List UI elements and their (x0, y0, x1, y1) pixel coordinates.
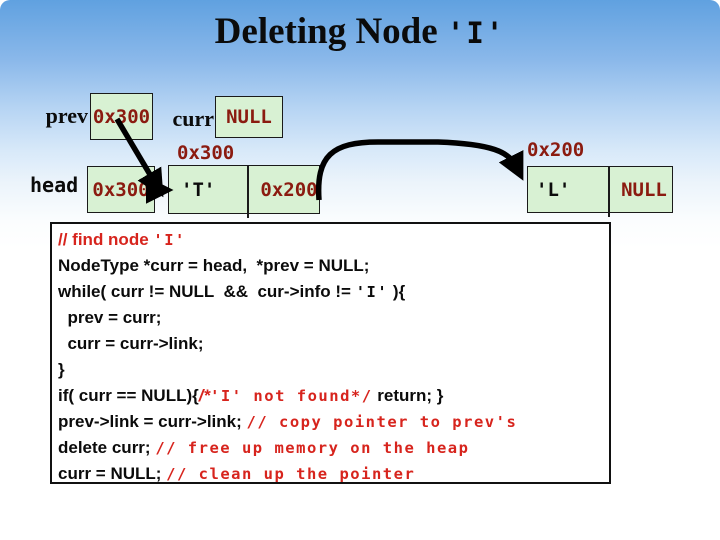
node1-info-cell: 'T' (169, 166, 259, 213)
code-segment: 'I' not found*/ (210, 387, 373, 405)
slide-title: Deleting Node 'I' (0, 10, 720, 53)
code-segment: return; } (372, 386, 444, 405)
code-segment: curr = curr->link; (58, 334, 204, 353)
list-node-2: 'L' NULL (527, 166, 673, 217)
node2-link-value: NULL (621, 178, 667, 201)
node1-link-cell: 0x200 (259, 166, 319, 213)
curr-pointer-label: curr (172, 106, 214, 131)
code-segment: // copy pointer to prev's (246, 413, 518, 431)
code-line: delete curr; // free up memory on the he… (58, 435, 609, 461)
code-line: // find node 'I' (58, 227, 609, 253)
prev-pointer-value: 0x300 (92, 105, 151, 128)
node1-cell-divider (247, 166, 249, 218)
code-line: NodeType *curr = head, *prev = NULL; (58, 253, 609, 279)
code-line: } (58, 357, 609, 383)
curr-pointer-box: NULL (215, 96, 283, 138)
node1-link-to-node2-arrow (315, 139, 524, 201)
curr-pointer-value: NULL (226, 106, 272, 128)
node1-address-label: 0x300 (177, 142, 235, 164)
code-line: if( curr == NULL){/*'I' not found*/ retu… (58, 383, 609, 409)
code-line: prev = curr; (58, 305, 609, 331)
node1-info-value: 'T' (181, 178, 216, 201)
node2-info-value: 'L' (536, 178, 571, 201)
code-line: prev->link = curr->link; // copy pointer… (58, 409, 609, 435)
code-segment: curr = NULL; (58, 464, 167, 483)
code-segment: ){ (388, 282, 406, 301)
head-pointer-box: 0x300 (87, 166, 155, 213)
code-segment: prev->link = curr->link; (58, 412, 247, 431)
code-segment: /* (198, 386, 211, 405)
code-segment: while( curr != NULL && cur->info != (58, 282, 356, 301)
code-segment: 'I' (355, 283, 389, 301)
code-segment: } (58, 360, 65, 379)
head-pointer-label: head (30, 173, 79, 197)
code-segment: 'I' (153, 231, 186, 249)
list-node-1: 'T' 0x200 (168, 165, 320, 218)
code-line: while( curr != NULL && cur->info != 'I' … (58, 279, 609, 305)
prev-pointer-label: prev (45, 103, 88, 128)
code-segment: prev = curr; (58, 308, 162, 327)
prev-pointer-box: 0x300 (90, 93, 153, 140)
node2-address-label: 0x200 (527, 139, 585, 161)
head-pointer-value: 0x300 (92, 178, 150, 201)
code-line: curr = curr->link; (58, 331, 609, 357)
node1-link-value: 0x200 (260, 178, 318, 201)
node2-cell-divider (608, 167, 610, 217)
code-segment: if( curr == NULL){ (58, 386, 199, 405)
node2-link-cell: NULL (616, 167, 672, 212)
code-line: curr = NULL; // clean up the pointer (58, 461, 609, 483)
code-segment: // find node (58, 230, 154, 249)
code-block: // find node 'I' NodeType *curr = head, *… (50, 222, 611, 484)
code-segment: NodeType *curr = head, *prev = NULL; (58, 256, 370, 275)
code-segment: // free up memory on the heap (155, 439, 470, 457)
code-segment: delete curr; (58, 438, 156, 457)
slide-title-node-name: 'I' (446, 16, 506, 50)
code-segment: // clean up the pointer (166, 465, 416, 483)
node2-info-cell: 'L' (528, 167, 616, 212)
slide-title-text: Deleting Node (214, 11, 438, 52)
